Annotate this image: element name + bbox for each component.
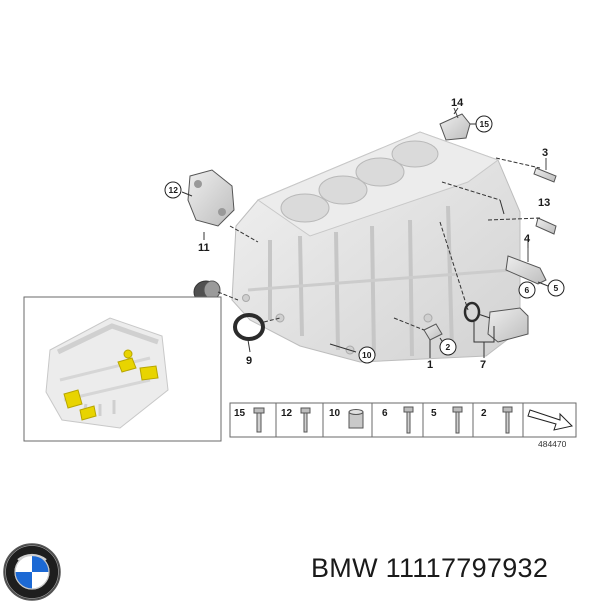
- callout-9: 9: [246, 355, 252, 367]
- bmw-logo: [3, 543, 61, 601]
- inset-overview: [23, 296, 222, 442]
- part-sensor-14: [439, 107, 471, 141]
- part-bracket-11: [187, 169, 235, 227]
- legend-label-1: 12: [281, 408, 293, 419]
- part-sensor-4: [505, 246, 547, 285]
- legend-bolt-15: [253, 407, 265, 433]
- legend-bolt-2: [502, 406, 513, 434]
- callout-14: 14: [451, 97, 464, 109]
- callout-13: 13: [538, 197, 550, 209]
- callout-15-badge: 15: [475, 115, 493, 133]
- legend-bolt-6: [403, 406, 414, 434]
- callout-7: 7: [480, 359, 486, 371]
- engine-block-illustration: [231, 131, 521, 363]
- callout-11: 11: [198, 242, 210, 254]
- part-o-ring-6: [463, 301, 481, 323]
- callout-6-badge: 6: [518, 281, 536, 299]
- legend-bolt-12: [300, 407, 311, 433]
- callout-12-badge: 12: [164, 181, 182, 199]
- callout-1: 1: [427, 359, 433, 371]
- callout-3: 3: [542, 147, 548, 159]
- legend-label-0: 15: [234, 408, 246, 419]
- callout-5: 5: [554, 283, 559, 293]
- legend-label-2: 10: [329, 408, 341, 419]
- diagram-reference-code: 484470: [538, 439, 567, 449]
- callout-10-badge: 10: [358, 346, 376, 364]
- part-bolt-2: [423, 323, 443, 341]
- part-sensor-13: [535, 217, 557, 235]
- callout-10: 10: [362, 350, 372, 360]
- legend-label-5: 2: [481, 408, 487, 419]
- legend-sleeve-10: [348, 409, 364, 429]
- callout-15: 15: [480, 119, 490, 129]
- legend-bolt-5: [452, 406, 463, 434]
- callout-2-badge: 2: [439, 338, 457, 356]
- part-valve-7: [487, 307, 529, 343]
- part-sensor-3: [533, 158, 557, 183]
- legend-label-4: 5: [431, 408, 437, 419]
- part-number-label: BMW 11117797932: [311, 553, 549, 583]
- callout-2: 2: [446, 342, 451, 352]
- callout-12: 12: [169, 185, 179, 195]
- callout-5-badge: 5: [547, 279, 565, 297]
- fastener-legend: 15 12 10 6 5 2: [229, 402, 577, 438]
- callout-4: 4: [524, 233, 531, 245]
- legend-label-3: 6: [382, 408, 388, 419]
- direction-arrow-icon: [527, 409, 573, 431]
- callout-6: 6: [525, 285, 530, 295]
- part-seal-ring-9: [233, 313, 265, 341]
